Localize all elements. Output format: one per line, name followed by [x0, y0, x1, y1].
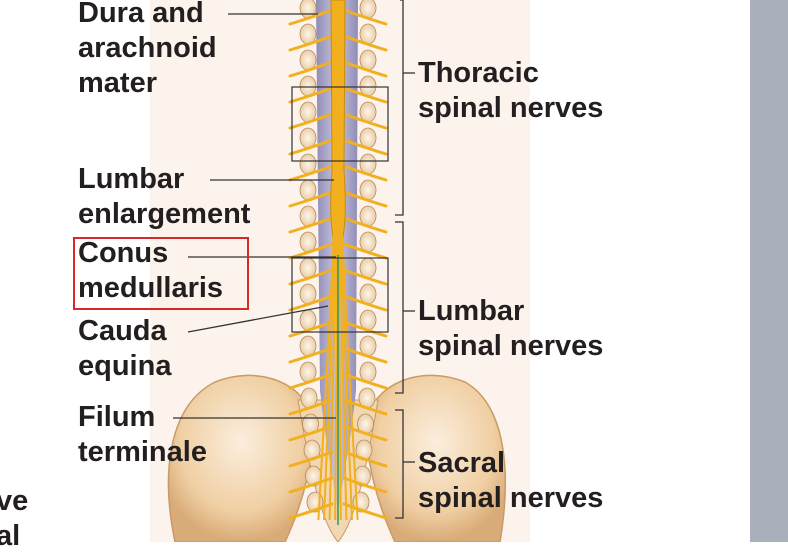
- label-lumbar-enlargement: Lumbar enlargement: [78, 162, 250, 232]
- label-line: enlargement: [78, 198, 251, 230]
- conus-highlight-box: [73, 237, 249, 310]
- thoracic-bracket: [395, 0, 404, 216]
- label-line: spinal nerves: [418, 330, 604, 362]
- label-cut-off-left: ve al: [0, 484, 28, 554]
- nerve-branch-right: [342, 242, 388, 260]
- nerve-branch-left: [288, 268, 334, 286]
- leader-lines: [173, 13, 336, 419]
- nerve-branch-right: [342, 138, 388, 156]
- region-brackets: [395, 0, 415, 519]
- label-line: ve: [0, 485, 29, 517]
- label-line: Dura and: [78, 0, 204, 29]
- side-bar: [750, 0, 788, 542]
- label-line: arachnoid: [78, 32, 217, 64]
- label-conus-medullaris: Conus medullaris: [78, 236, 223, 306]
- label-lumbar-spinal-nerves: Lumbar spinal nerves: [418, 294, 603, 364]
- label-line: mater: [78, 67, 157, 99]
- nerve-branch-left: [288, 138, 334, 156]
- spinal-cord: [330, 0, 346, 264]
- nerve-branch-right: [342, 450, 388, 468]
- cauda-equina-strands: [317, 234, 359, 521]
- nerve-branch-right: [342, 294, 388, 312]
- label-line: Cauda: [78, 315, 167, 347]
- cauda-strand: [328, 234, 338, 521]
- nerve-branch-left: [288, 86, 334, 104]
- label-line: Filum: [78, 401, 156, 433]
- nerve-branch-right: [342, 216, 388, 234]
- nerve-branch-left: [288, 112, 334, 130]
- cauda-strand: [337, 234, 342, 521]
- label-line: Thoracic: [418, 57, 539, 89]
- label-cauda-equina: Cauda equina: [78, 314, 171, 384]
- nerve-branch-right: [342, 60, 388, 78]
- label-line: spinal nerves: [418, 482, 604, 514]
- thoracic-detail-box: [291, 86, 389, 162]
- label-dura-arachnoid: Dura and arachnoid mater: [78, 0, 217, 101]
- cauda-strand: [340, 234, 353, 521]
- label-line: medullaris: [78, 272, 224, 304]
- label-line: Lumbar: [78, 163, 185, 195]
- label-line: equina: [78, 350, 172, 382]
- lumbar-detail-box: [291, 257, 389, 333]
- label-line: Lumbar: [418, 295, 525, 327]
- nerve-branch-right: [342, 164, 388, 182]
- cauda-strand: [338, 234, 348, 521]
- nerve-branch-right: [342, 502, 388, 520]
- label-filum-terminale: Filum terminale: [78, 400, 207, 470]
- nerve-branch-left: [288, 450, 334, 468]
- cauda-strand: [323, 234, 336, 521]
- cauda-strand: [334, 234, 339, 521]
- nerve-branch-right: [342, 320, 388, 338]
- nerve-branch-left: [288, 476, 334, 494]
- nerve-branch-left: [288, 320, 334, 338]
- label-line: Sacral: [418, 447, 506, 479]
- nerve-branch-left: [288, 294, 334, 312]
- label-sacral-spinal-nerves: Sacral spinal nerves: [418, 446, 603, 516]
- label-line: al: [0, 520, 21, 552]
- nerve-branch-right: [342, 8, 388, 26]
- cauda-strand: [341, 234, 359, 521]
- nerve-branch-left: [288, 164, 334, 182]
- lumbar-bracket: [395, 221, 404, 394]
- nerve-branch-left: [288, 60, 334, 78]
- cauda-strand: [317, 234, 335, 521]
- nerve-branch-left: [288, 216, 334, 234]
- label-thoracic-spinal-nerves: Thoracic spinal nerves: [418, 56, 603, 126]
- nerve-branch-right: [342, 190, 388, 208]
- label-line: terminale: [78, 436, 207, 468]
- nerve-branch-left: [288, 34, 334, 52]
- nerve-branch-left: [288, 8, 334, 26]
- illustration: [150, 0, 530, 543]
- label-line: Conus: [78, 237, 169, 269]
- cauda-leader: [187, 305, 329, 333]
- nerve-branch-right: [342, 34, 388, 52]
- nerve-branch-left: [288, 372, 334, 390]
- nerve-branch-right: [342, 268, 388, 286]
- nerve-branch-right: [342, 112, 388, 130]
- sacral-bracket: [395, 409, 404, 519]
- nerve-branch-right: [342, 372, 388, 390]
- label-line: spinal nerves: [418, 92, 604, 124]
- nerve-branch-left: [288, 502, 334, 520]
- nerve-branch-right: [342, 476, 388, 494]
- nerve-branch-left: [288, 190, 334, 208]
- nerve-branch-right: [342, 86, 388, 104]
